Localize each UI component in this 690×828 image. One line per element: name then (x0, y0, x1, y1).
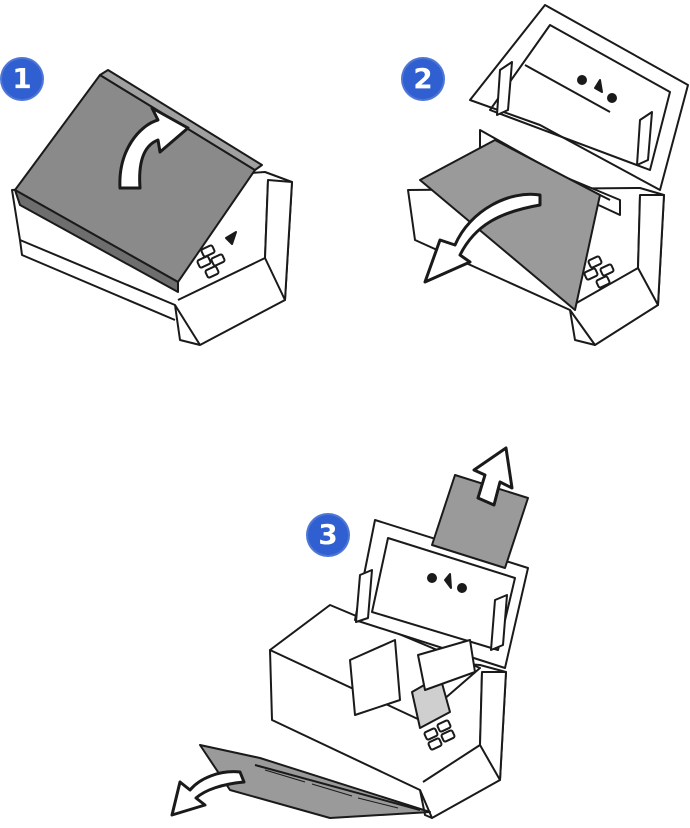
scanner-closed (11, 69, 293, 346)
input-tray (469, 4, 689, 191)
tray-extension (431, 474, 529, 569)
curved-arrow-up-icon (118, 106, 190, 190)
control-button (204, 265, 220, 279)
scanner-cover (419, 139, 601, 311)
control-button (196, 255, 212, 269)
control-button (210, 253, 226, 267)
scanner-fully-open (170, 446, 529, 819)
step-2-badge: 2 (401, 57, 445, 101)
arrow-up-icon (472, 446, 514, 507)
step-1-badge: 1 (0, 57, 44, 101)
step-3-badge: 3 (306, 513, 350, 557)
curved-arrow-down-icon (423, 192, 542, 284)
scanner-open-cover (407, 4, 689, 346)
control-button (200, 244, 216, 258)
arrow-out-icon (170, 770, 246, 817)
